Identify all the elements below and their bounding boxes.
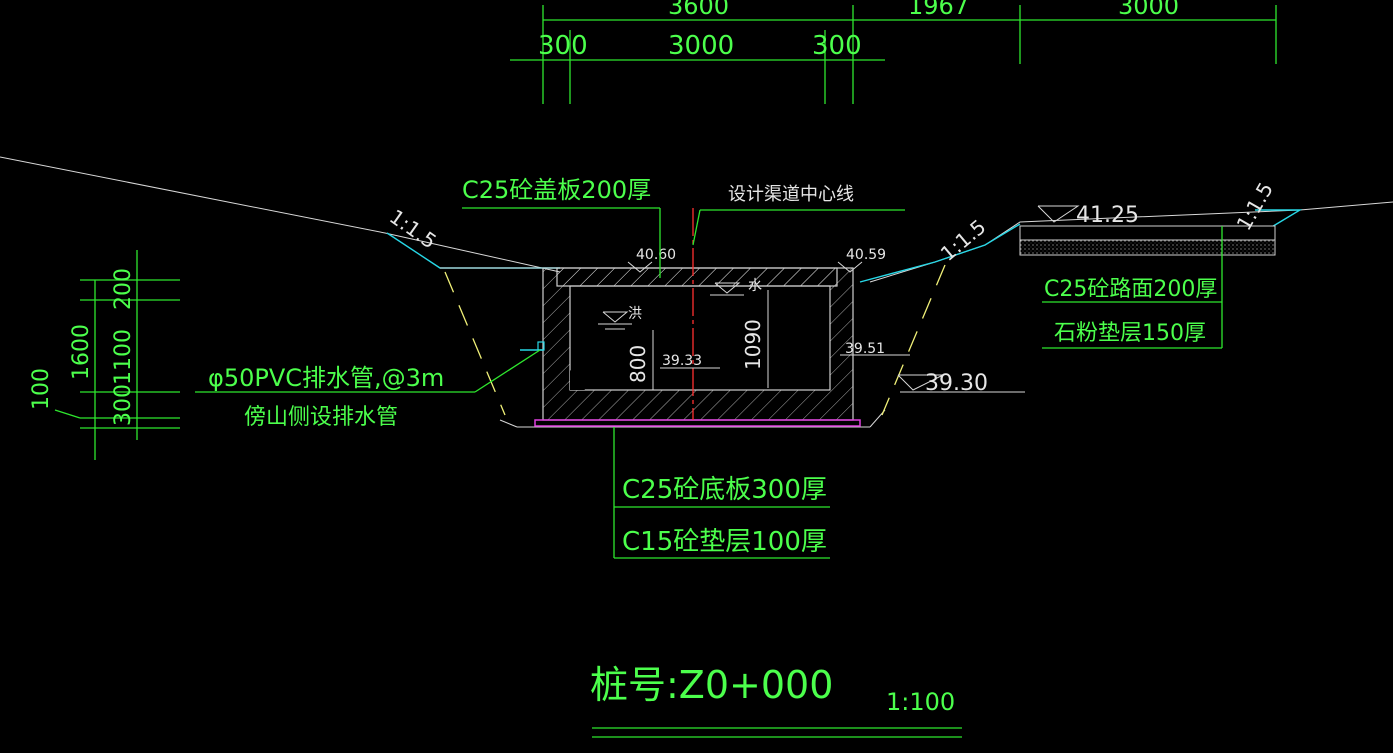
dim-3000-mid: 3000 bbox=[668, 31, 734, 61]
ground-lines bbox=[0, 156, 1393, 428]
dim-100: 100 bbox=[29, 368, 54, 410]
elev-inner-right: 39.51 bbox=[845, 341, 885, 357]
scale-label: 1:100 bbox=[886, 688, 955, 716]
bottom-slab-label: C25砼底板300厚 bbox=[622, 475, 827, 505]
dim-1967: 1967 bbox=[908, 0, 969, 20]
dim-3000-right: 3000 bbox=[1118, 0, 1179, 20]
slope-left: 1:1.5 bbox=[385, 204, 441, 253]
water-mark: 水 bbox=[748, 278, 762, 294]
dim-300-right: 300 bbox=[812, 31, 862, 61]
elev-road: 41.25 bbox=[1076, 203, 1139, 228]
elev-left-top: 40.60 bbox=[636, 247, 676, 263]
road-surface-label: C25砼路面200厚 bbox=[1044, 277, 1217, 302]
elevation-labels: 40.60 40.59 39.33 39.51 39.30 41.25 bbox=[627, 203, 1139, 396]
elev-inner-bottom: 39.33 bbox=[662, 353, 702, 369]
station-label: 桩号:Z0+000 bbox=[590, 663, 833, 707]
slope-mid: 1:1.5 bbox=[936, 214, 991, 265]
pvc-pipe-label: φ50PVC排水管,@3m bbox=[208, 364, 444, 392]
channel-box: 洪 水 800 1090 bbox=[520, 208, 861, 427]
dim-200: 200 bbox=[111, 268, 136, 310]
elev-outer-ground: 39.30 bbox=[925, 371, 988, 396]
left-dimension-group: 1600 200 1100 300 100 bbox=[29, 250, 180, 460]
excavation-lines bbox=[444, 264, 946, 416]
road-pavement bbox=[1019, 225, 1276, 349]
top-dimension-group: 3600 1967 3000 300 3000 300 bbox=[510, 0, 1277, 104]
elev-right-top: 40.59 bbox=[846, 247, 886, 263]
dim-3600: 3600 bbox=[668, 0, 729, 20]
pipe-side-label: 傍山侧设排水管 bbox=[244, 405, 398, 430]
dim-800: 800 bbox=[626, 345, 650, 383]
dim-300-left: 300 bbox=[538, 31, 588, 61]
gravel-base-label: 石粉垫层150厚 bbox=[1054, 321, 1206, 346]
cover-slab-label: C25砼盖板200厚 bbox=[462, 176, 651, 204]
dim-1100: 1100 bbox=[111, 329, 136, 385]
annotation-labels: C25砼盖板200厚 设计渠道中心线 C25砼路面200厚 石粉垫层150厚 φ… bbox=[208, 176, 1217, 738]
leader-lines bbox=[195, 207, 905, 559]
dim-1090: 1090 bbox=[741, 319, 765, 370]
flood-mark: 洪 bbox=[628, 306, 642, 322]
dim-1600: 1600 bbox=[69, 324, 94, 380]
cushion-label: C15砼垫层100厚 bbox=[622, 527, 827, 557]
centerline-label: 设计渠道中心线 bbox=[728, 184, 854, 205]
dim-300-left-vertical: 300 bbox=[111, 384, 136, 426]
